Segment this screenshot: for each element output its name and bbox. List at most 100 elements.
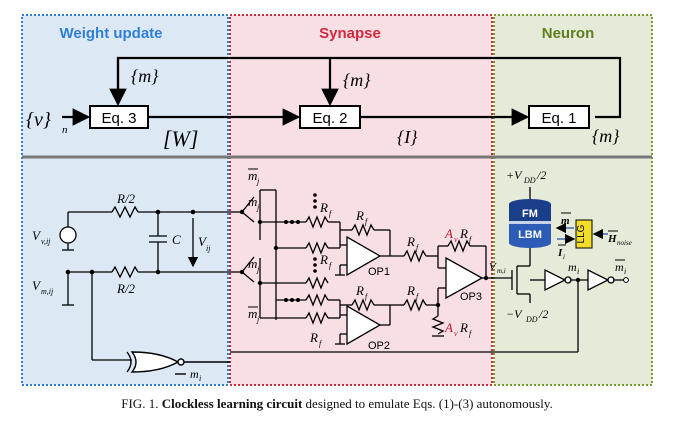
rf-sub-7: f bbox=[416, 292, 420, 301]
m-i-xor-sub: i bbox=[199, 374, 201, 383]
rf-label-2: R bbox=[355, 208, 364, 223]
caption-fig: FIG. 1. bbox=[121, 396, 159, 411]
neuron-labels: +V DD /2 −V DD /2 V m,i m H noise I i m … bbox=[489, 168, 632, 324]
h-noise-sub: noise bbox=[617, 239, 632, 247]
c-label: C bbox=[172, 232, 181, 247]
m-j-sub-3: j bbox=[256, 265, 260, 274]
I-label: {I} bbox=[397, 127, 418, 147]
vdd-neg-sub: DD bbox=[525, 315, 538, 324]
av-rf-label-2: R bbox=[459, 320, 468, 335]
rf-sub-6: f bbox=[416, 243, 420, 252]
m-i-bar-sub: i bbox=[624, 267, 626, 276]
rf-sub-4: f bbox=[365, 292, 369, 301]
fm-layer bbox=[509, 204, 551, 221]
m-j-bar-label-4: m bbox=[248, 306, 257, 321]
rf-label-4: R bbox=[355, 283, 364, 298]
v-mij-label: V bbox=[32, 278, 42, 293]
eq2-box bbox=[299, 105, 361, 129]
m-i-sub: i bbox=[577, 267, 579, 276]
W-label: [W] bbox=[163, 126, 198, 151]
r-half-bottom-label: R/2 bbox=[116, 281, 136, 296]
rf-sub-5: f bbox=[319, 339, 323, 348]
caption-bold: Clockless learning circuit bbox=[161, 396, 303, 411]
m-i-bar-label: m bbox=[615, 260, 624, 274]
m-j-label-3: m bbox=[248, 256, 257, 271]
v-mij-sub: m,ij bbox=[41, 287, 54, 296]
vdd-pos-sub: DD bbox=[523, 176, 536, 185]
r-half-top-label: R/2 bbox=[116, 191, 136, 206]
rf-sub-1: f bbox=[329, 209, 333, 218]
h-noise-label: H bbox=[607, 233, 617, 245]
op2-label: OP2 bbox=[368, 340, 390, 352]
figure-caption: FIG. 1. Clockless learning circuit desig… bbox=[0, 396, 674, 412]
eq1-box bbox=[528, 105, 590, 129]
op1-label: OP1 bbox=[368, 266, 390, 278]
vdd-pos-label: +V bbox=[506, 168, 523, 182]
av-rf-sub-2: f bbox=[469, 329, 473, 338]
m-j-sub-2: j bbox=[256, 203, 260, 212]
m-j-bar-label-1: m bbox=[248, 168, 257, 183]
vdd-pos-tail: /2 bbox=[536, 168, 546, 182]
section-title-weight-update: Weight update bbox=[59, 25, 162, 42]
rf-sub-3: f bbox=[329, 261, 333, 270]
fm-label: FM bbox=[522, 208, 538, 220]
rf-sub-2: f bbox=[365, 217, 369, 226]
vdd-neg-label: −V bbox=[506, 307, 523, 321]
section-title-neuron: Neuron bbox=[542, 25, 595, 42]
av-rf-label-1: R bbox=[459, 226, 468, 241]
v-ij-label: V bbox=[198, 234, 208, 249]
equation-boxes: Eq. 3 Eq. 2 Eq. 1 bbox=[89, 105, 590, 129]
v-input-label: {v} bbox=[26, 109, 51, 131]
caption-rest: designed to emulate Eqs. (1)-(3) autonom… bbox=[305, 396, 553, 411]
rf-label-5: R bbox=[309, 330, 318, 345]
av-label-2: A bbox=[444, 320, 453, 335]
v-vij-label: V bbox=[32, 228, 42, 243]
m-j-bar-sub-1: j bbox=[256, 177, 260, 186]
weight-update-circuit bbox=[59, 205, 228, 361]
m-label-right: {m} bbox=[592, 126, 620, 146]
eq3-box bbox=[89, 105, 149, 129]
lbm-layer bbox=[509, 224, 551, 243]
i-vec-sub: i bbox=[563, 253, 565, 261]
av-rf-sub-1: f bbox=[469, 235, 473, 244]
v-input-sub: n bbox=[62, 124, 68, 136]
op3-label: OP3 bbox=[460, 291, 482, 303]
rf-label-6: R bbox=[406, 234, 415, 249]
eq2-label: Eq. 2 bbox=[312, 110, 347, 127]
i-vec-label: I bbox=[557, 247, 563, 259]
llg-block: LLG bbox=[555, 219, 608, 249]
output-node bbox=[623, 277, 629, 283]
m-i-label: m bbox=[568, 260, 577, 274]
rf-label-3: R bbox=[319, 252, 328, 267]
weight-update-panel bbox=[21, 14, 229, 386]
v-vij-sub: v,ij bbox=[41, 237, 51, 246]
section-title-synapse: Synapse bbox=[319, 25, 381, 42]
magnet-stack: FM LBM bbox=[509, 199, 551, 248]
synapse-circuit bbox=[228, 189, 512, 346]
dots-weight bbox=[65, 209, 196, 275]
xor-gate bbox=[126, 351, 230, 375]
v-ij-sub: ij bbox=[206, 244, 211, 253]
av-sub-1: v bbox=[454, 235, 458, 244]
lbm-label: LBM bbox=[518, 229, 542, 241]
v-mi-sub: m,i bbox=[497, 267, 506, 275]
m-label-top-left: {m} bbox=[131, 66, 159, 86]
m-i-xor-label: m bbox=[190, 367, 199, 381]
av-sub-2: v bbox=[454, 329, 458, 338]
m-vec-label: m bbox=[561, 215, 570, 227]
rf-label-1: R bbox=[319, 200, 328, 215]
block-signal-labels: {v} n {m} {m} {m} [W] {I} bbox=[26, 66, 620, 151]
m-label-top-mid: {m} bbox=[343, 70, 371, 90]
weight-circuit-labels: R/2 R/2 C V ij V v,ij V m,ij m i bbox=[32, 191, 211, 383]
synapse-dots bbox=[239, 193, 489, 308]
m-j-label-2: m bbox=[248, 194, 257, 209]
eq3-label: Eq. 3 bbox=[101, 110, 136, 127]
synapse-labels: m j m j m j m j R f R f R f R f R f R f … bbox=[248, 168, 482, 352]
v-mi-label: V bbox=[489, 261, 497, 273]
m-j-bar-sub-4: j bbox=[256, 315, 260, 324]
neuron-dots bbox=[575, 277, 581, 283]
block-diagram bbox=[62, 56, 622, 126]
llg-label: LLG bbox=[576, 224, 587, 243]
eq1-label: Eq. 1 bbox=[541, 110, 576, 127]
